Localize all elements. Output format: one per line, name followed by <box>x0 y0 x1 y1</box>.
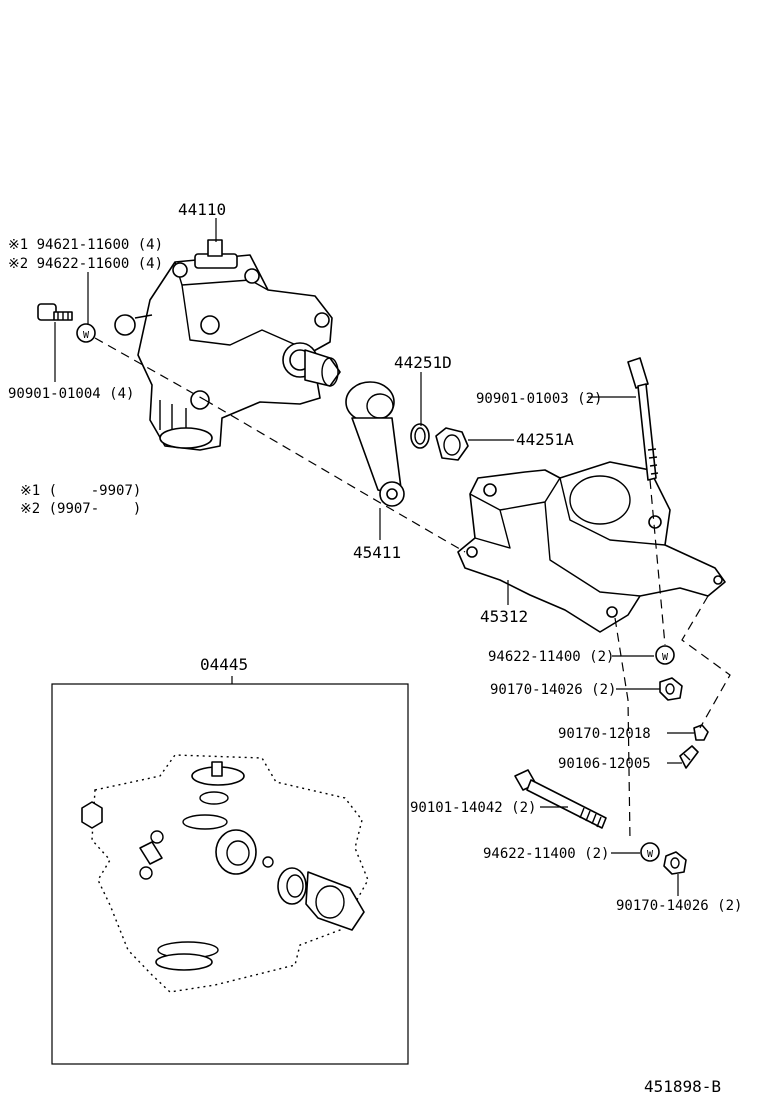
label-44110: 44110 <box>178 200 226 219</box>
washer-left-mark: W <box>83 330 90 341</box>
kit-outline <box>91 754 369 993</box>
label-44251d: 44251D <box>394 353 452 372</box>
kit-ring-bottom-2 <box>155 953 213 971</box>
label-footnote2: ※2 (9907- ) <box>20 501 141 517</box>
label-44251a: 44251A <box>516 430 574 449</box>
bracket-45312 <box>457 461 726 633</box>
label-nut-90170-2: 90170-14026 (2) <box>616 898 742 914</box>
kit-seal-right <box>277 867 307 905</box>
washer-right-2: W <box>640 842 660 862</box>
kit-spring <box>199 791 229 805</box>
steering-gear-box <box>114 239 341 451</box>
bolt-right <box>627 357 659 481</box>
washer-left: W <box>76 323 96 343</box>
dashed-line-bolt-right <box>649 479 666 646</box>
kit-sleeve <box>305 871 365 931</box>
kit-contents <box>81 754 369 993</box>
dashed-line-gearbox-to-bracket <box>94 337 206 401</box>
bolt-90106-12005 <box>679 745 699 769</box>
label-figure-id: 451898-B <box>644 1077 721 1096</box>
label-note1-part: ※1 94621-11600 (4) <box>8 237 163 253</box>
washer-right-2-mark: W <box>647 849 654 860</box>
nut-90170-12018 <box>693 724 709 741</box>
nut-right-1 <box>659 677 683 701</box>
nut-right-2 <box>663 851 687 875</box>
kit-pin <box>139 841 163 865</box>
pitman-arm <box>345 381 405 507</box>
seal-44251d <box>410 423 430 449</box>
label-nut-90170-1: 90170-14026 (2) <box>490 682 616 698</box>
kit-oring-small-1 <box>150 830 164 844</box>
label-bolt-90106: 90106-12005 <box>558 756 651 772</box>
washer-right-1: W <box>655 645 675 665</box>
label-washer-94622-1: 94622-11400 (2) <box>488 649 614 665</box>
bolt-left <box>37 303 73 321</box>
kit-box-frame <box>51 683 409 1065</box>
dashed-line-side-bolt <box>681 595 731 729</box>
bolt-90101-14042 <box>514 769 607 829</box>
label-washer-94622-2: 94622-11400 (2) <box>483 846 609 862</box>
label-04445: 04445 <box>200 655 248 674</box>
leader-lines <box>54 218 694 896</box>
kit-oring-1 <box>182 814 228 830</box>
label-note2-part: ※2 94622-11600 (4) <box>8 256 163 272</box>
label-bolt-left: 90901-01004 (4) <box>8 386 134 402</box>
kit-valve-stem <box>211 761 223 777</box>
label-nut-90170-12018: 90170-12018 <box>558 726 651 742</box>
label-45312: 45312 <box>480 607 528 626</box>
kit-sleeve-end <box>315 885 345 919</box>
kit-oil-seal-inner <box>226 840 250 866</box>
kit-oil-seal <box>215 829 257 875</box>
kit-oring-small-2 <box>139 866 153 880</box>
washer-right-1-mark: W <box>662 652 669 663</box>
label-45411: 45411 <box>353 543 401 562</box>
nut-44251a <box>435 427 469 461</box>
label-bolt-90101: 90101-14042 (2) <box>410 800 536 816</box>
kit-nut <box>81 801 103 829</box>
label-footnote1: ※1 ( -9907) <box>20 483 141 499</box>
dashed-line-bracket-lower <box>614 617 631 841</box>
label-bolt-right: 90901-01003 (2) <box>476 391 602 407</box>
kit-seal-right-inner <box>286 874 304 898</box>
kit-oring-small-3 <box>262 856 274 868</box>
dashed-line-arm-to-bracket <box>204 399 466 553</box>
